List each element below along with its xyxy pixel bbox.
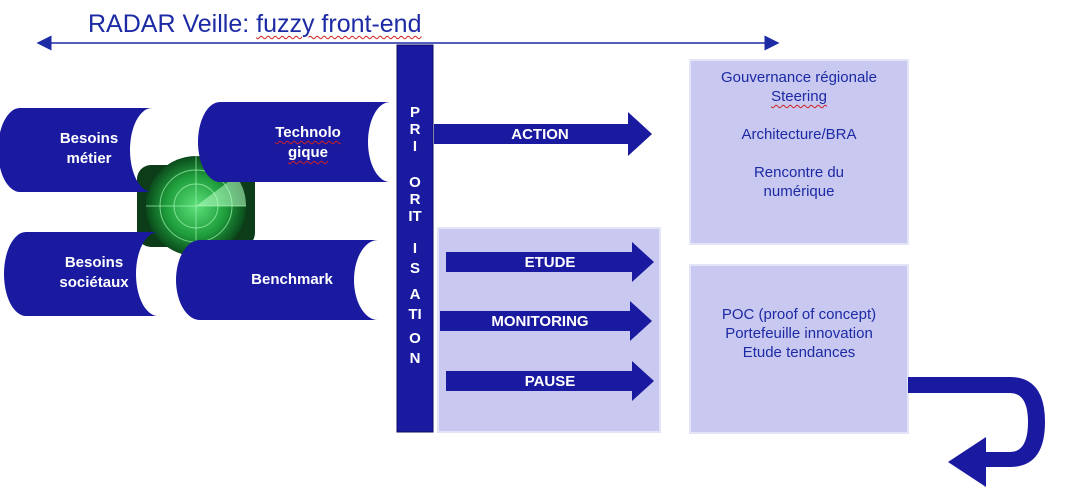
besoins-societaux-line-1: Besoins	[64, 254, 124, 271]
besoins-metier-line-1: Besoins	[59, 130, 119, 147]
priorisation-bar	[396, 44, 434, 433]
governance-spacer	[692, 106, 906, 125]
besoins-metier-label: Besoins métier	[40, 129, 138, 169]
besoins-societaux-scroll	[4, 232, 158, 316]
rencontre-line: Rencontre du	[753, 164, 845, 181]
technologique-line-2: gique	[288, 144, 328, 161]
governance-box-text: Gouvernance régionale Steering Architect…	[692, 68, 906, 201]
monitoring-label: MONITORING	[491, 313, 589, 330]
innovation-box-text: POC (proof of concept) Portefeuille inno…	[692, 305, 906, 362]
numerique-line: numérique	[763, 183, 835, 200]
besoins-societaux-label: Besoins sociétaux	[42, 253, 146, 293]
etude-arrow	[446, 242, 654, 282]
pause-arrow	[446, 361, 654, 401]
technologique-line-1: Technolo	[275, 124, 341, 141]
governance-box	[689, 59, 909, 245]
monitoring-arrow	[440, 301, 652, 341]
governance-line: Gouvernance régionale	[721, 69, 877, 86]
priorisation-letter: TI	[408, 306, 422, 323]
action-label: ACTION	[511, 126, 569, 143]
technologique-scroll	[198, 102, 390, 182]
priorisation-letter: N	[409, 350, 421, 367]
priorisation-letter: A	[409, 286, 421, 303]
priorisation-letter: O	[409, 330, 421, 347]
besoins-metier-line-2: métier	[66, 150, 112, 167]
architecture-line: Architecture/BRA	[741, 126, 857, 143]
priorisation-letter: P	[409, 104, 420, 121]
portefeuille-line: Portefeuille innovation	[725, 325, 873, 342]
besoins-metier-scroll	[0, 108, 152, 192]
benchmark-label: Benchmark	[222, 270, 362, 290]
priorisation-letter: R	[409, 191, 421, 208]
title-underlined: fuzzy front-end	[256, 10, 422, 38]
tendances-line: Etude tendances	[742, 344, 856, 361]
benchmark-line-1: Benchmark	[251, 271, 333, 288]
u-turn-arrow-icon	[908, 377, 1045, 487]
technologique-label: Technolo gique	[248, 123, 368, 163]
steering-line: Steering	[771, 88, 827, 105]
priorisation-letter: I	[412, 138, 418, 155]
benchmark-scroll	[176, 240, 378, 320]
etude-label: ETUDE	[524, 254, 576, 271]
diagram-title: RADAR Veille: fuzzy front-end	[88, 10, 421, 39]
priorisation-letter: R	[409, 121, 421, 138]
priorisation-letter: IT	[408, 208, 422, 225]
priorisation-letter: O	[409, 174, 421, 191]
action-arrow	[434, 112, 652, 156]
pause-label: PAUSE	[524, 373, 576, 390]
governance-spacer	[692, 144, 906, 163]
priorisation-letter: S	[409, 260, 420, 277]
besoins-societaux-line-2: sociétaux	[59, 274, 129, 291]
priorisation-letter: I	[412, 240, 418, 257]
innovation-box	[689, 264, 909, 434]
title-prefix: RADAR Veille:	[88, 10, 257, 38]
poc-line: POC (proof of concept)	[721, 306, 877, 323]
